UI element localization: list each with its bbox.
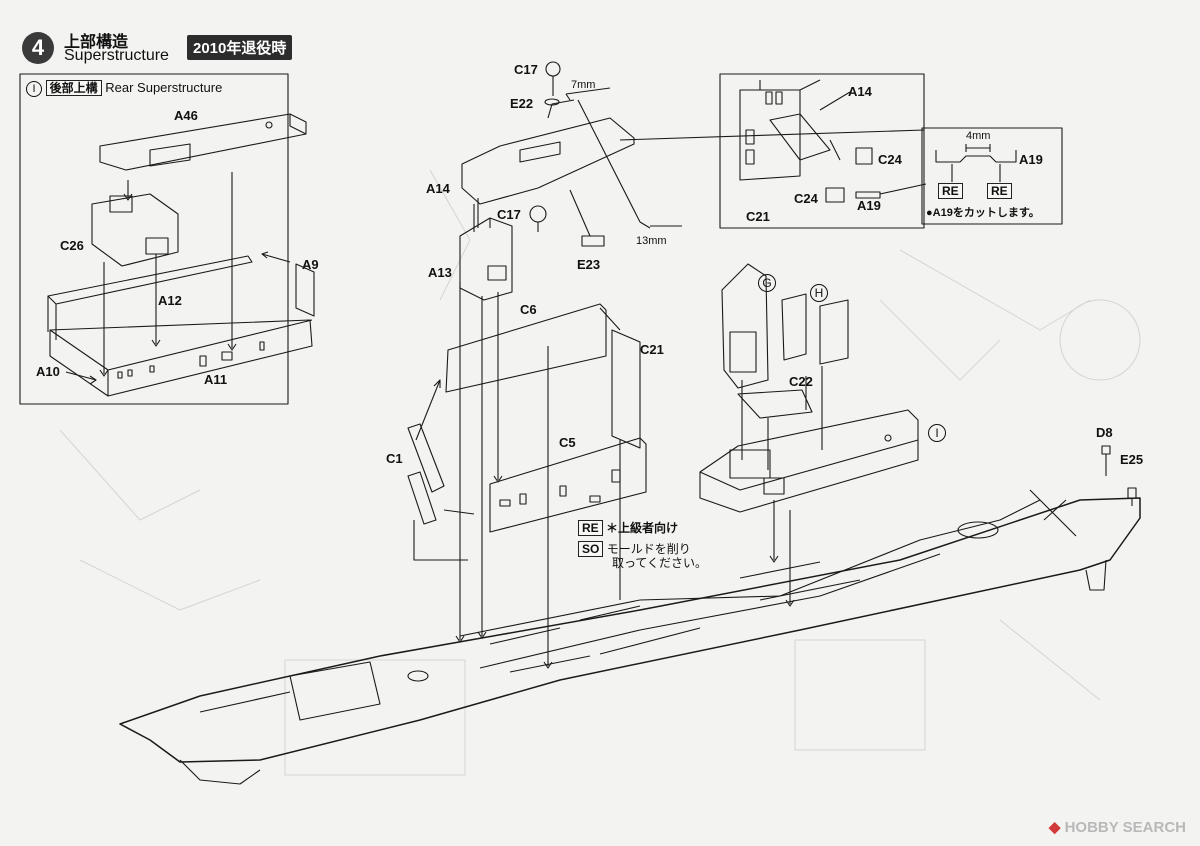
rear-superstructure-panel — [19, 73, 289, 405]
marker-h: H — [810, 284, 828, 302]
rear-box-heading: I 後部上構 Rear Superstructure — [26, 79, 222, 97]
detail-inset-bridge — [719, 73, 925, 229]
part-e25 — [1127, 487, 1137, 499]
part-i-superstructure — [699, 409, 919, 513]
label-a46: A46 — [174, 108, 198, 123]
re-tag-left: RE — [938, 183, 963, 199]
dimension-7mm: 7mm — [571, 79, 596, 91]
part-d8 — [1101, 445, 1111, 455]
legend-so: SO モールドを削り — [578, 540, 691, 557]
label-a13: A13 — [428, 265, 452, 280]
label-c17-mid: C17 — [497, 207, 521, 222]
step-title-jp: 上部構造 — [64, 34, 129, 51]
label-a10: A10 — [36, 364, 60, 379]
part-a9 — [295, 263, 315, 317]
label-c5: C5 — [559, 435, 576, 450]
step-number: 4 — [22, 32, 54, 64]
watermark: ◆ HOBBY SEARCH — [1049, 818, 1186, 836]
part-a13 — [459, 217, 513, 301]
part-c21 — [611, 329, 641, 449]
legend-so-tag: SO — [578, 541, 604, 557]
part-h-tower — [781, 293, 849, 365]
label-c22: C22 — [789, 374, 813, 389]
label-d8: D8 — [1096, 425, 1113, 440]
a19-cut-note: ●A19をカットします。 — [926, 207, 1040, 219]
a19-cut-inset — [921, 127, 1063, 225]
label-c24-left: C24 — [794, 191, 818, 206]
dimension-4mm: 4mm — [966, 130, 991, 142]
rear-assembly-arrows — [65, 172, 291, 385]
marker-i-forward: I — [928, 424, 946, 442]
label-c17-top: C17 — [514, 62, 538, 77]
era-badge: 2010年退役時 — [187, 35, 293, 60]
watermark-text: HOBBY SEARCH — [1064, 819, 1186, 836]
part-c22 — [737, 389, 813, 419]
rear-box-title-jp: 後部上構 — [45, 80, 102, 96]
watermark-logo-icon: ◆ — [1048, 819, 1061, 836]
part-a46 — [99, 113, 307, 171]
label-a19-inset: A19 — [1019, 152, 1043, 167]
legend-re: RE ＊上級者向け — [578, 519, 678, 536]
label-c1: C1 — [386, 451, 403, 466]
re-tag-right: RE — [987, 183, 1012, 199]
part-c5 — [489, 437, 647, 533]
label-a12: A12 — [158, 293, 182, 308]
label-a11: A11 — [204, 372, 228, 387]
label-e23: E23 — [577, 257, 601, 272]
legend-re-tag: RE — [578, 520, 603, 536]
marker-g: G — [758, 274, 776, 292]
legend-so-text-2: 取ってください。 — [612, 556, 708, 570]
label-a9: A9 — [302, 257, 319, 272]
part-c24-left — [825, 187, 845, 203]
background-show-through — [59, 169, 1141, 776]
marker-i-rear: I — [26, 81, 42, 97]
legend-so-text-1: モールドを削り — [606, 542, 691, 556]
label-c26: C26 — [60, 238, 84, 253]
label-e22: E22 — [510, 96, 534, 111]
label-c24-right: C24 — [878, 152, 902, 167]
part-c6 — [445, 303, 607, 393]
part-a11 — [49, 319, 313, 397]
label-c21-mid: C21 — [640, 342, 664, 357]
label-a14-detail: A14 — [848, 84, 872, 99]
label-e25: E25 — [1120, 452, 1144, 467]
part-e23 — [581, 235, 605, 247]
part-c17-mid — [529, 205, 547, 223]
part-c1-lower — [407, 471, 437, 525]
part-g-mast — [721, 263, 769, 389]
dimension-13mm: 13mm — [636, 235, 667, 247]
part-c1-upper — [407, 423, 445, 493]
label-c21-detail: C21 — [746, 209, 770, 224]
step-title-en: Superstructure — [64, 47, 169, 64]
part-c26 — [91, 193, 179, 267]
centre-assembly-arrows — [413, 204, 621, 669]
part-c24-right — [855, 147, 873, 165]
rear-box-title-en: Rear Superstructure — [105, 80, 223, 95]
label-a14-mid: A14 — [426, 181, 450, 196]
ship-hull — [119, 497, 1141, 763]
part-a12 — [47, 255, 253, 340]
part-c17-top — [545, 61, 561, 77]
part-a14-bridge-roof — [461, 117, 635, 205]
label-a19-detail: A19 — [857, 198, 881, 213]
legend-re-text: ＊上級者向け — [606, 521, 679, 535]
part-a19-detail — [855, 191, 881, 199]
label-c6: C6 — [520, 302, 537, 317]
